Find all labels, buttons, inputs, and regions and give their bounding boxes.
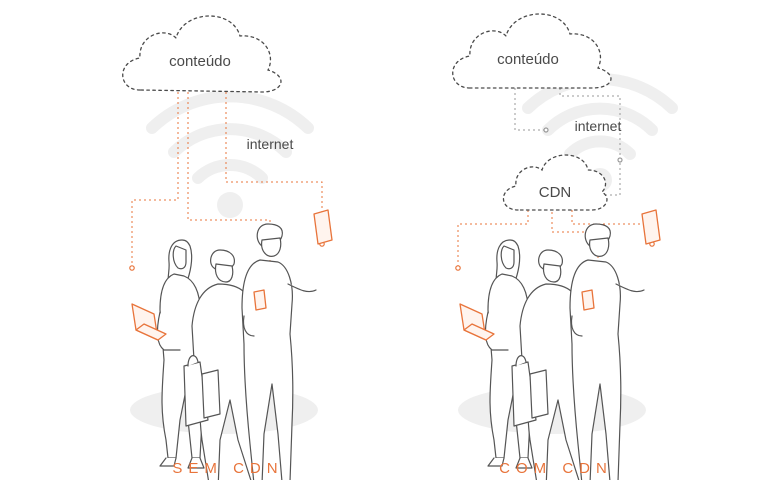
cdn-label: CDN — [539, 184, 572, 201]
cloud-icon — [452, 13, 612, 89]
cloud-icon — [122, 15, 282, 93]
wifi-icon — [146, 90, 314, 218]
cdn-cloud: CDN — [502, 154, 608, 211]
caption-com-cdn: COM CDN — [499, 460, 613, 477]
internet-label: internet — [575, 118, 622, 134]
content-cloud: conteúdo — [122, 15, 282, 93]
content-cloud: conteúdo — [452, 13, 612, 89]
panel-sem-cdn: conteúdo internet SEM CDN — [122, 15, 333, 480]
caption-sem-cdn: SEM CDN — [172, 460, 283, 477]
cloud-label: conteúdo — [169, 53, 231, 70]
origin-to-cdn-lines — [514, 88, 623, 196]
users-group — [129, 209, 333, 480]
cloud-label: conteúdo — [497, 51, 559, 68]
panel-com-cdn: conteúdo internet CDN COM CDN — [452, 13, 678, 480]
internet-label: internet — [247, 136, 294, 152]
cloud-icon — [502, 154, 608, 211]
users-group — [457, 209, 661, 480]
